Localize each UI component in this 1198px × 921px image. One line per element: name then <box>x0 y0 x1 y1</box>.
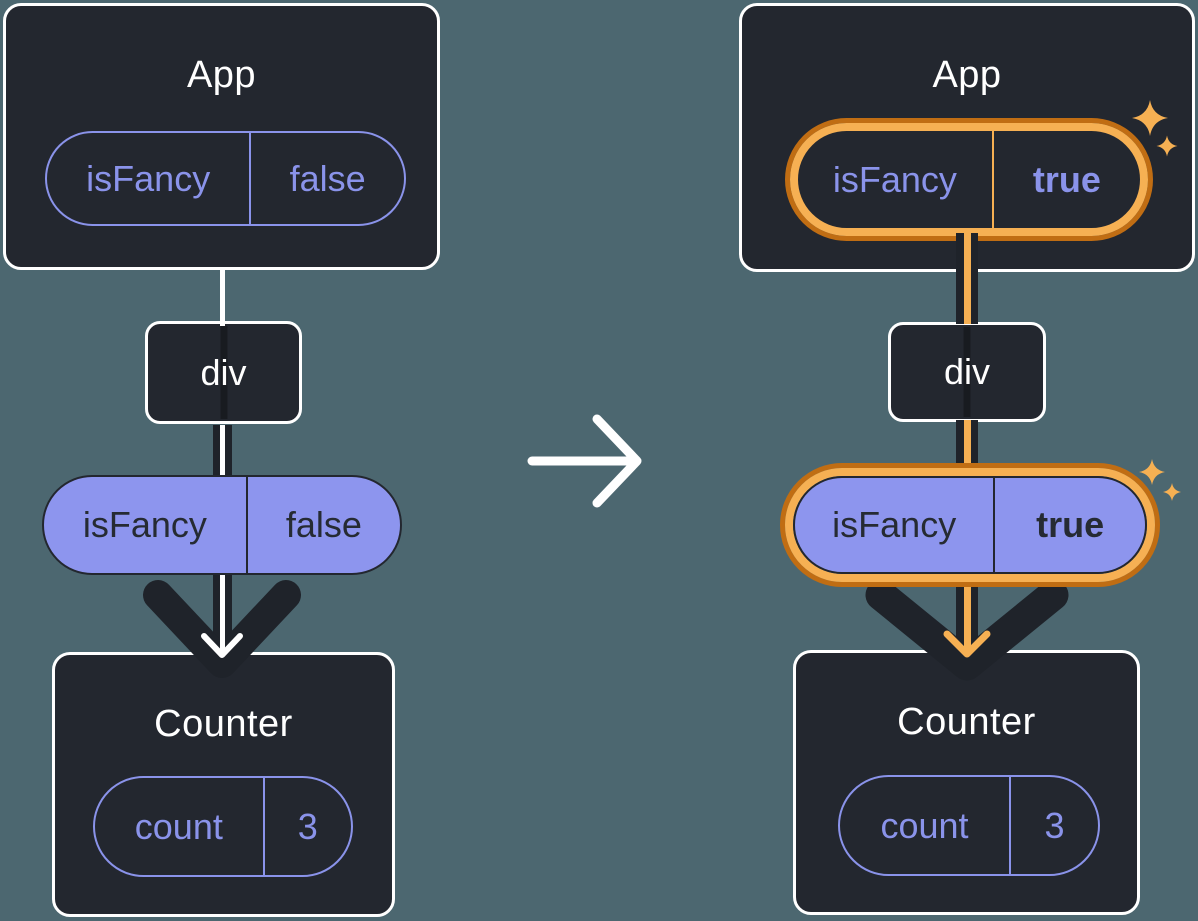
state-value-label: false <box>289 157 366 199</box>
app-component-card: App isFancy false <box>3 3 440 270</box>
counter-component-card: Counter count 3 <box>793 650 1140 915</box>
div-node-card: div <box>888 322 1046 422</box>
state-key-label: count <box>840 777 1011 874</box>
connector-prop-counter-inner <box>219 573 225 651</box>
component-title: Counter <box>897 701 1036 743</box>
prop-key-label: isFancy <box>44 477 248 573</box>
state-value-label: true <box>1032 158 1101 200</box>
state-pill: count 3 <box>838 775 1100 876</box>
state-pill-highlight-ring: isFancy true <box>785 118 1153 241</box>
prop-value-label: true <box>1036 504 1105 545</box>
div-node-card: div <box>145 321 302 424</box>
state-key-label: isFancy <box>47 133 252 224</box>
component-title: Counter <box>154 703 293 745</box>
state-value-label: 3 <box>297 805 318 847</box>
div-label: div <box>943 351 991 392</box>
prop-key-label: isFancy <box>795 478 996 572</box>
component-title: App <box>186 54 257 96</box>
connector-div-prop-inner <box>219 425 225 479</box>
connector-app-div-inner <box>964 233 971 324</box>
state-key-label: count <box>95 778 265 875</box>
div-label: div <box>200 351 247 393</box>
prop-pill: isFancy true <box>793 476 1147 574</box>
prop-value-label: false <box>285 504 362 545</box>
state-pill: count 3 <box>93 776 353 877</box>
prop-pill-highlight-ring: isFancy true <box>780 463 1160 587</box>
state-key-label: isFancy <box>798 131 994 228</box>
state-pill: isFancy false <box>45 131 406 226</box>
state-pill: isFancy true <box>798 131 1140 228</box>
connector-prop-counter-inner <box>964 584 971 654</box>
prop-pill: isFancy false <box>42 475 402 575</box>
connector-through-div <box>220 326 227 419</box>
component-title: App <box>932 54 1002 96</box>
app-component-card: App isFancy true <box>739 3 1195 272</box>
counter-component-card: Counter count 3 <box>52 652 395 917</box>
state-value-label: 3 <box>1044 804 1065 846</box>
connector-div-prop-inner <box>964 420 971 466</box>
connector-through-div <box>963 327 971 417</box>
connector-app-div <box>219 268 225 326</box>
